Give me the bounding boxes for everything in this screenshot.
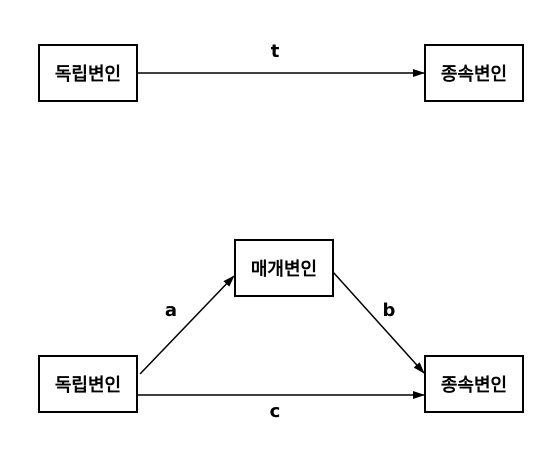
path-c-label: c bbox=[269, 401, 281, 422]
independent-variable-box: 독립변인 bbox=[38, 44, 138, 102]
dependent-variable-label: 종속변인 bbox=[440, 64, 508, 85]
arrow-b bbox=[332, 271, 425, 374]
mediator-variable-box: 매개변인 bbox=[234, 239, 334, 297]
path-a-label: a bbox=[164, 300, 178, 321]
independent-variable-label: 독립변인 bbox=[54, 64, 122, 85]
mediator-variable-label: 매개변인 bbox=[250, 259, 318, 280]
path-t-label: t bbox=[270, 41, 280, 62]
independent-variable-box-2: 독립변인 bbox=[38, 355, 138, 413]
independent-variable-label-2: 독립변인 bbox=[54, 375, 122, 396]
dependent-variable-box-2: 종속변인 bbox=[424, 355, 524, 413]
arrow-a bbox=[139, 275, 235, 375]
dependent-variable-label-2: 종속변인 bbox=[440, 375, 508, 396]
path-b-label: b bbox=[382, 300, 396, 321]
dependent-variable-box: 종속변인 bbox=[424, 44, 524, 102]
